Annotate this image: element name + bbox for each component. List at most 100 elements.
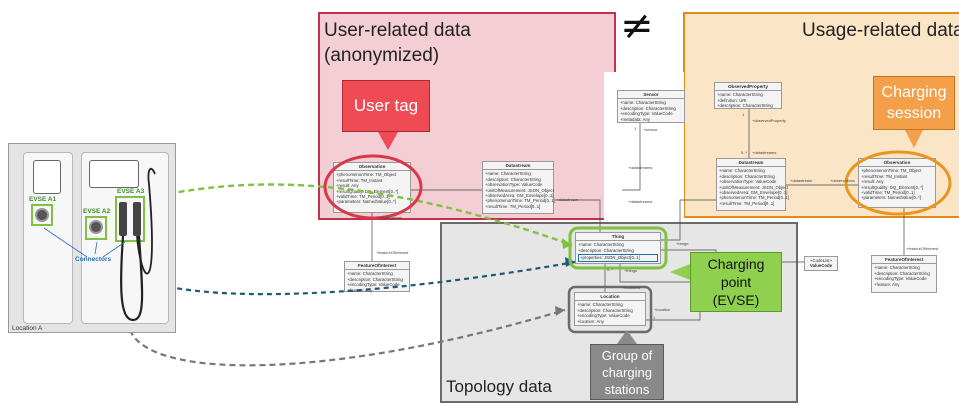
uml-attr: +feature: Any xyxy=(874,281,900,287)
assoc-label: +sensor xyxy=(643,127,658,132)
uml-class-name: FeatureOfInterest xyxy=(345,262,409,271)
user-tag-callout: User tag xyxy=(342,80,430,132)
evse-a1-screen xyxy=(33,160,61,194)
charging-cables xyxy=(43,167,156,322)
uml-attr: +name: CharacterString xyxy=(577,302,623,308)
multiplicity: 1 xyxy=(742,112,745,117)
assoc-label: +datastream xyxy=(790,178,813,183)
user-region-title: User-related data (anonymized) xyxy=(324,18,471,68)
assoc-label: +locations xyxy=(622,285,641,290)
uml-attr: +observationType: ValueCode xyxy=(485,182,543,188)
uml-class-foi-right: FeatureOfInterest +name: CharacterString… xyxy=(871,255,937,293)
uml-attr: +result: Any xyxy=(861,179,884,185)
uml-attr: +description: CharacterString xyxy=(578,247,634,253)
charging-point-line2: point xyxy=(720,274,752,290)
uml-class-name: Datastream xyxy=(717,159,785,168)
charging-session-line2: session xyxy=(886,105,942,122)
evse-a2-socket-face xyxy=(89,220,103,234)
uml-attr: +parameters: NamedValue[0..*] xyxy=(861,195,921,201)
charging-station-photo: EVSE A1 EVSE A2 EVSE A3 Connectors Locat… xyxy=(8,143,176,333)
assoc-label: +datastreams xyxy=(628,199,653,204)
uml-attr: +metadata: Any xyxy=(620,116,650,122)
assoc-label: +featureOfInterest xyxy=(906,246,939,251)
charging-point-line3: (EVSE) xyxy=(712,292,760,308)
assoc-label: +datastreams xyxy=(752,150,777,155)
uml-class-name: Observation xyxy=(334,163,410,172)
user-region-title-line2: (anonymized) xyxy=(324,45,440,66)
uml-attr: +resultQuality: DQ_Element[0..*] xyxy=(336,188,399,194)
uml-attr: +resultTime: TM_Period[0..1] xyxy=(719,200,775,206)
location-link-arrow xyxy=(128,308,566,367)
uml-class-codelist: «CodeList» ValueCode xyxy=(804,256,838,271)
evse-a1-socket-face xyxy=(35,208,49,222)
multiplicity: 1 xyxy=(634,126,637,131)
uml-attr: +name: CharacterString xyxy=(717,92,763,98)
uml-class-observed-property: ObservedProperty +name: CharacterString … xyxy=(714,82,782,109)
uml-attr: +resultTime: TM_Period[0..1] xyxy=(485,203,541,209)
uml-attr-properties: +properties: JSON_Object[0..1] xyxy=(578,254,658,262)
uml-attr: +description: CharacterString xyxy=(719,173,775,179)
uml-attr: +description: CharacterString xyxy=(874,270,930,276)
uml-attr: +description: CharacterString xyxy=(717,103,773,109)
uml-attr: +name: CharacterString xyxy=(578,242,624,248)
uml-class-name: ValueCode xyxy=(810,263,832,269)
location-a-label: Location A xyxy=(12,325,43,332)
evse-a2-screen xyxy=(89,160,139,188)
group-callout: Group of charging stations xyxy=(590,344,664,400)
uml-attr: +validTime: TM_Period[0..1] xyxy=(336,194,390,200)
uml-attr: +resultQuality: DQ_Element[0..*] xyxy=(861,184,924,190)
uml-class-sensor: Sensor +name: CharacterString +descripti… xyxy=(617,90,685,123)
group-line1: Group of xyxy=(601,347,653,363)
assoc-label: +observations xyxy=(377,215,403,220)
assoc-label: +observedProperty xyxy=(752,118,786,123)
uml-stereotype: «CodeList» xyxy=(810,258,832,263)
group-highlight xyxy=(567,285,653,334)
evse-a3-plug-left xyxy=(119,202,127,236)
evse-link-arrowhead xyxy=(562,238,572,249)
group-line2: charging xyxy=(602,364,652,380)
uml-class-name: Sensor xyxy=(618,91,684,100)
uml-attr: +observationType: ValueCode xyxy=(719,179,777,185)
assoc-label: +things xyxy=(624,268,638,273)
uml-attr: +validTime: TM_Period[0..1] xyxy=(861,190,915,196)
uml-class-datastream-left: Datastream +name: CharacterString +descr… xyxy=(482,161,555,214)
charging-point-highlight xyxy=(568,226,668,270)
evse-link-arrow xyxy=(119,183,573,247)
uml-class-name: ObservedProperty xyxy=(715,83,781,92)
not-equal-symbol: ≠ xyxy=(620,3,654,49)
uml-attr: +description: CharacterString xyxy=(620,105,676,111)
uml-attr: +description: CharacterString xyxy=(577,307,633,313)
uml-attr: +description: CharacterString xyxy=(485,176,541,182)
uml-attr: +unitOfMeasurement: JSON_Object xyxy=(485,187,554,193)
uml-attr: +phenomenonTime: TM_Period[0..1] xyxy=(485,198,555,204)
connectors-label: Connectors xyxy=(75,256,112,263)
uml-attr: +encodingType: ValueCode xyxy=(347,282,400,288)
uml-class-observation-left: Observation +phenomenonTime: TM_Object +… xyxy=(333,162,411,213)
usage-region-title: Usage-related data xyxy=(802,20,959,41)
multiplicity: 1 xyxy=(653,315,656,320)
uml-attr: +description: CharacterString xyxy=(347,276,403,282)
uml-attr: +phenomenonTime: TM_Period[0..1] xyxy=(719,195,789,201)
uml-class-name: Location xyxy=(575,293,645,302)
user-tag-pointer xyxy=(378,132,398,150)
user-tag-highlight-ellipse xyxy=(323,154,423,220)
evse-a3-plug-right xyxy=(133,202,141,236)
uml-attr: +parameters: NamedValue[0..*] xyxy=(336,199,396,205)
uml-attr: +resultTime: TM_Instant xyxy=(336,177,383,183)
uml-class-datastream-right: Datastream +name: CharacterString +descr… xyxy=(716,158,789,211)
evse-a1-label: EVSE A1 xyxy=(29,196,57,203)
uml-attr: +observedArea: GM_Envelope[0..1] xyxy=(719,190,788,196)
uml-attr: +name: CharacterString xyxy=(347,271,393,277)
uml-class-name: Datastream xyxy=(483,162,553,171)
uml-attr: +unitOfMeasurement: JSON_Object xyxy=(719,184,788,190)
charging-session-pointer xyxy=(905,130,923,148)
uml-attr: +definition: URI xyxy=(717,97,747,103)
uml-attr: +location: Any xyxy=(577,318,604,324)
assoc-label: +range xyxy=(676,241,689,246)
uml-attr: +phenomenonTime: TM_Object xyxy=(336,172,397,178)
assoc-label: +datastream xyxy=(556,197,579,202)
evse-a3-label: EVSE A3 xyxy=(117,188,145,195)
evse-a2-label: EVSE A2 xyxy=(83,208,111,215)
uml-class-thing: Thing +name: CharacterString +descriptio… xyxy=(575,232,661,264)
assoc-label: +featureOfInterest xyxy=(376,250,409,255)
